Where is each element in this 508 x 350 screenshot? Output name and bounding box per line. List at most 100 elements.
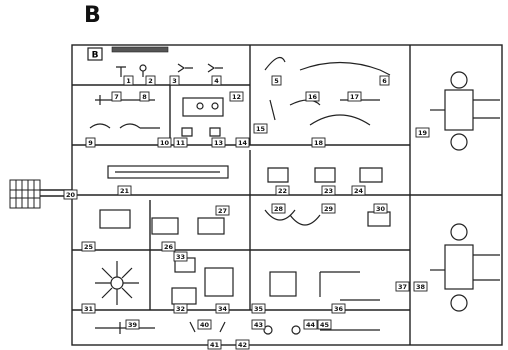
part-number-label: 40 (197, 319, 212, 330)
part-number: 35 (254, 305, 264, 313)
part-number: 32 (176, 305, 185, 313)
part-number-label: 37 (395, 281, 410, 292)
part-number-label: 23 (321, 185, 336, 196)
part-number-label: 22 (275, 185, 290, 196)
part-number: 41 (210, 341, 220, 349)
part-number: 12 (232, 93, 241, 101)
part-number-label: 38 (413, 281, 428, 292)
part-number: 2 (148, 77, 153, 85)
part-number: 13 (214, 139, 223, 147)
part-number: 3 (172, 77, 177, 85)
part-number: 37 (398, 283, 407, 291)
part-number-label: 33 (173, 251, 188, 262)
part-number: 25 (84, 243, 94, 251)
part-number: 9 (88, 139, 93, 147)
part-number-label: 14 (235, 137, 250, 148)
part-number: 30 (376, 205, 386, 213)
part-number-label: 36 (331, 303, 346, 314)
part-number: 26 (164, 243, 174, 251)
part-number: 5 (274, 77, 279, 85)
part-number-label: 12 (229, 91, 244, 102)
part-number-label: 45 (317, 319, 332, 330)
part-number-label: 16 (305, 91, 320, 102)
part-number: 34 (218, 305, 228, 313)
part-number: 15 (256, 125, 266, 133)
part-number-label: 20 (63, 189, 78, 200)
frame-badge: B (92, 51, 99, 61)
part-number: 8 (142, 93, 147, 101)
part-number: 45 (320, 321, 330, 329)
part-number-label: 30 (373, 203, 388, 214)
part-number: 4 (214, 77, 219, 85)
part-number-label: 43 (251, 319, 266, 330)
part-number-label: 25 (81, 241, 96, 252)
part-number: 7 (114, 93, 119, 101)
part-number-label: 3 (169, 75, 180, 86)
part-number-label: 29 (321, 203, 336, 214)
part-number-label: 19 (415, 127, 430, 138)
part-number: 28 (274, 205, 284, 213)
part-number-label: 5 (271, 75, 282, 86)
axle-assembly-top (430, 71, 500, 151)
part-number-label: 32 (173, 303, 188, 314)
part-number: 38 (416, 283, 426, 291)
part-number-label: 7 (111, 91, 122, 102)
part-number: 42 (238, 341, 247, 349)
part-number: 19 (418, 129, 428, 137)
part-number-label: 39 (125, 319, 140, 330)
part-number-label: 28 (271, 203, 286, 214)
part-number: 21 (120, 187, 130, 195)
part-number-label: 13 (211, 137, 226, 148)
part-number: 11 (176, 139, 186, 147)
header-strip: B (87, 46, 169, 61)
part-number-label: 1 (123, 75, 134, 86)
part-number: 1 (126, 77, 131, 85)
part-number: 31 (84, 305, 94, 313)
axle-assembly-bottom (430, 223, 500, 312)
part-number: 22 (278, 187, 287, 195)
side-grid-part (9, 179, 41, 209)
part-number-label: 26 (161, 241, 176, 252)
part-number: 40 (200, 321, 210, 329)
part-number: 43 (254, 321, 263, 329)
part-number: 16 (308, 93, 318, 101)
part-number-label: 35 (251, 303, 266, 314)
part-number: 10 (160, 139, 170, 147)
part-number: 36 (334, 305, 344, 313)
part-number: 44 (306, 321, 316, 329)
part-number: 14 (238, 139, 248, 147)
part-number: 20 (66, 191, 76, 199)
part-number: 39 (128, 321, 138, 329)
part-number-label: 4 (211, 75, 222, 86)
part-number: 29 (324, 205, 334, 213)
part-number-label: 27 (215, 205, 230, 216)
part-number-label: 42 (235, 339, 250, 350)
part-number: 17 (350, 93, 359, 101)
part-number: 23 (324, 187, 333, 195)
part-number: 18 (314, 139, 324, 147)
part-number: 24 (354, 187, 364, 195)
part-number-label: 2 (145, 75, 156, 86)
part-number-label: 44 (303, 319, 318, 330)
part-number: 6 (382, 77, 387, 85)
part-number-label: 8 (139, 91, 150, 102)
part-number-label: 18 (311, 137, 326, 148)
part-number: 33 (176, 253, 185, 261)
part-number-label: 17 (347, 91, 362, 102)
part-number-label: 11 (173, 137, 188, 148)
part-number-label: 21 (117, 185, 132, 196)
part-number-label: 34 (215, 303, 230, 314)
part-number-label: 31 (81, 303, 96, 314)
part-number-label: 10 (157, 137, 172, 148)
part-number: 27 (218, 207, 227, 215)
part-number-label: 15 (253, 123, 268, 134)
sheet-letter: B (84, 3, 101, 28)
part-number-label: 9 (85, 137, 96, 148)
part-sketches (89, 56, 500, 335)
part-number-label: 24 (351, 185, 366, 196)
fan-part (95, 261, 139, 305)
part-number-label: 41 (207, 339, 222, 350)
part-number-label: 6 (379, 75, 390, 86)
